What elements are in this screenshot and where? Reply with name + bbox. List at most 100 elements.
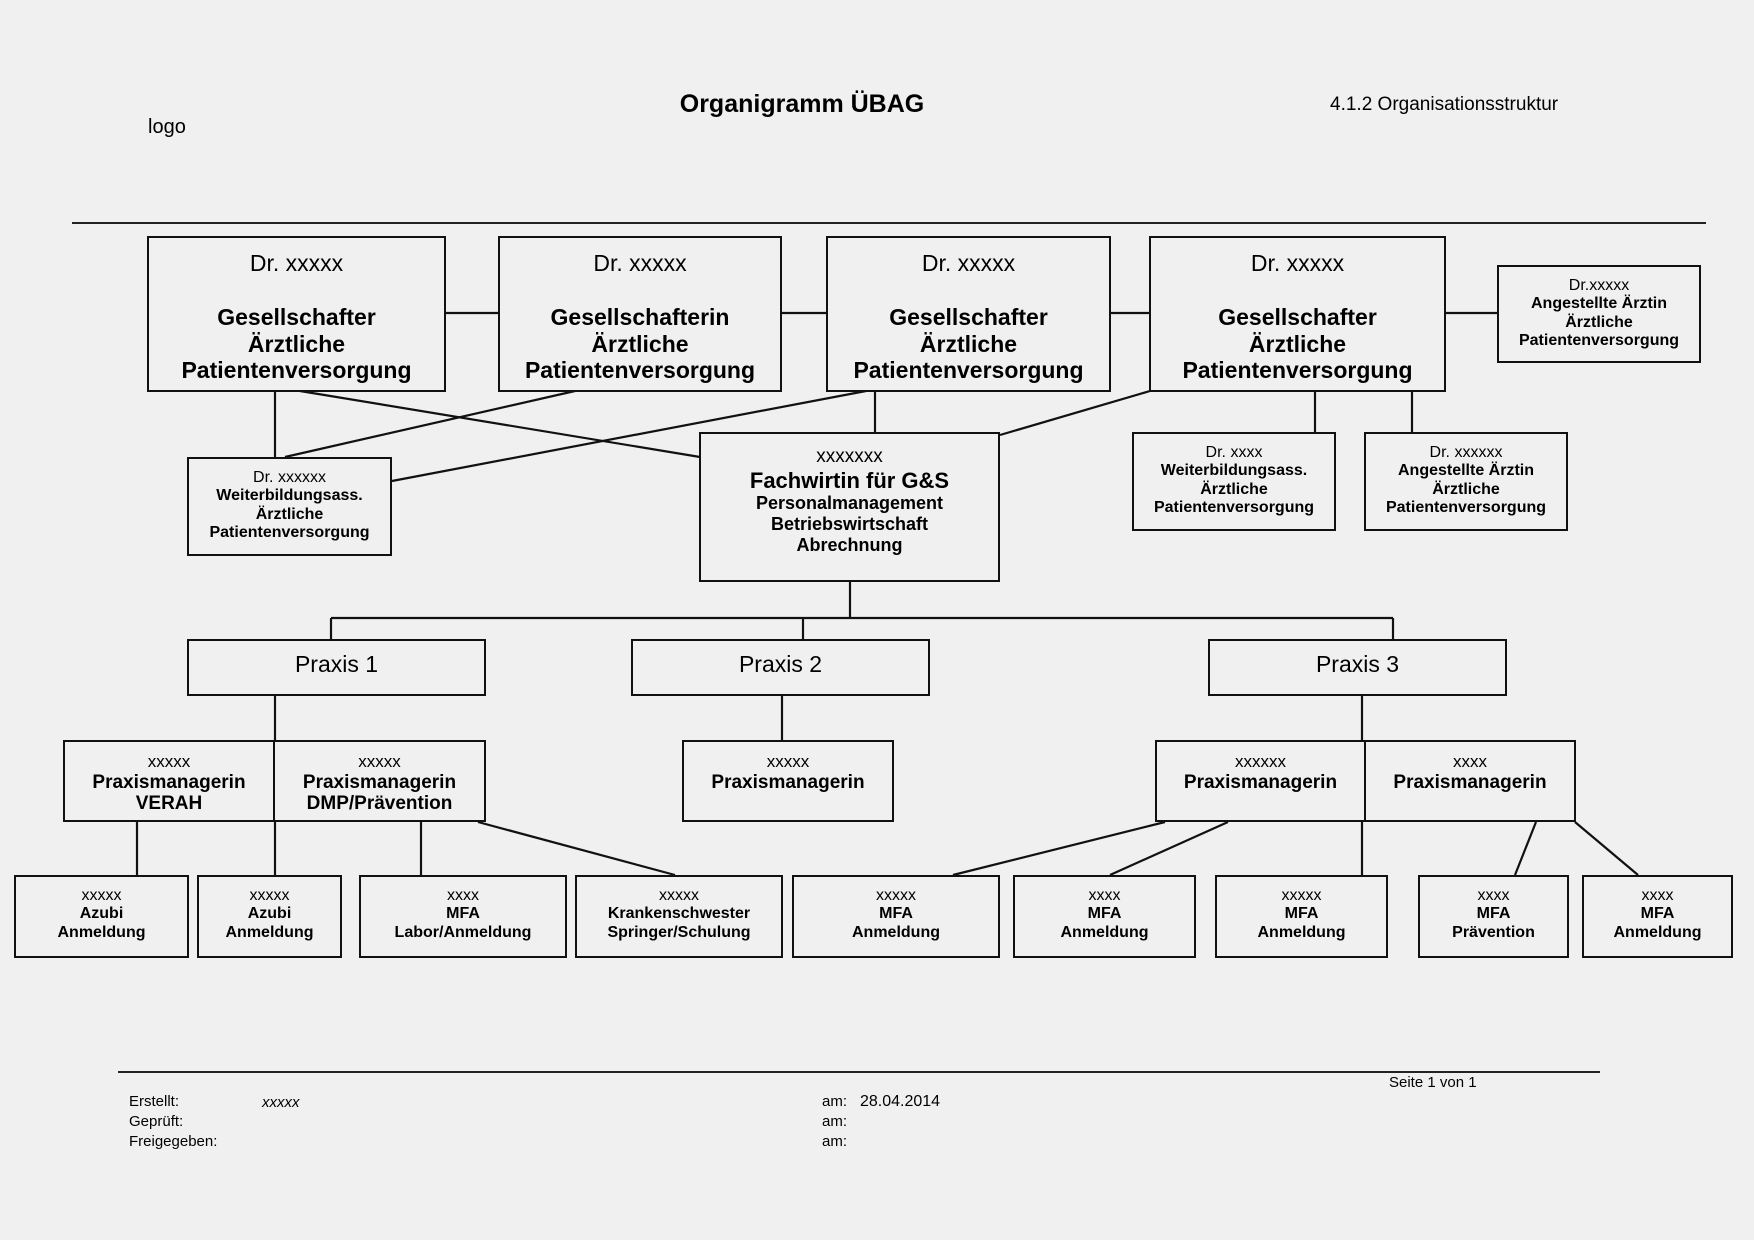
practice-manager-box[interactable]: xxxxx Praxismanagerin [682, 740, 894, 822]
staff-box[interactable]: xxxx MFA Prävention [1418, 875, 1569, 958]
manager-task: Personalmanagement [755, 493, 944, 514]
employee-name: xxxx [1453, 752, 1487, 771]
connector-line [1574, 821, 1639, 876]
employee-name: xxxx [1088, 887, 1121, 904]
employee-name: xxxx [1477, 887, 1510, 904]
partner-role: Gesellschafter [217, 304, 376, 331]
employee-name: xxxxx [358, 752, 401, 771]
partner-box[interactable]: Dr. xxxxx Gesellschafterin Ärztliche Pat… [498, 236, 782, 392]
employee-role: Praxismanagerin [302, 771, 457, 793]
employee-area: Anmeldung [1257, 923, 1346, 941]
employee-area: Anmeldung [1613, 923, 1702, 941]
employee-name: Dr. xxxxxx [1429, 444, 1503, 461]
employee-area: Anmeldung [225, 923, 314, 941]
checked-label: Geprüft: [129, 1113, 184, 1130]
created-date-value: 28.04.2014 [860, 1093, 941, 1110]
employee-role: Azubi [79, 905, 124, 923]
connector-line [1109, 820, 1229, 877]
partner-area: Ärztliche [1248, 330, 1347, 357]
partner-area: Ärztliche [591, 330, 689, 357]
practice-box[interactable]: Praxis 3 [1208, 639, 1507, 696]
employee-role: Weiterbildungsass. [216, 487, 363, 505]
employee-area: Patientenversorgung [209, 524, 370, 542]
staff-box[interactable]: xxxxx MFA Anmeldung [1215, 875, 1388, 958]
employee-name: xxxxx [659, 887, 699, 904]
assistant-doctor-box[interactable]: Dr. xxxx Weiterbildungsass. Ärztliche Pa… [1132, 432, 1336, 531]
practice-name: Praxis 2 [738, 651, 823, 677]
partner-name: Dr. xxxxx [1250, 250, 1345, 276]
manager-task: Abrechnung [796, 534, 903, 555]
header-divider [72, 222, 1706, 224]
employee-role: MFA [1087, 905, 1122, 923]
employee-area: Patientenversorgung [1518, 332, 1680, 350]
employee-area: Ärztliche [1200, 480, 1268, 498]
employee-role: MFA [879, 905, 913, 923]
partner-box[interactable]: Dr. xxxxx Gesellschafter Ärztliche Patie… [1149, 236, 1446, 392]
employee-role: Azubi [247, 905, 292, 923]
employee-role: Praxismanagerin [711, 771, 865, 793]
employed-doctor-box[interactable]: Dr. xxxxxx Angestellte Ärztin Ärztliche … [1364, 432, 1568, 531]
connector-line [1513, 821, 1538, 876]
employee-name: xxxxx [876, 887, 916, 904]
employee-name: xxxx [447, 887, 479, 904]
employee-role: Praxismanagerin [92, 771, 246, 793]
employee-name: Dr. xxxxxx [253, 469, 326, 486]
created-date-label: am: [822, 1093, 848, 1110]
practice-box[interactable]: Praxis 2 [631, 639, 930, 696]
employee-name: xxxxx [1281, 887, 1322, 904]
staff-box[interactable]: xxxxx Krankenschwester Springer/Schulung [575, 875, 783, 958]
created-by-value: xxxxx [262, 1094, 300, 1111]
staff-box[interactable]: xxxx MFA Labor/Anmeldung [359, 875, 567, 958]
employee-area: Anmeldung [1060, 923, 1149, 941]
practice-manager-box[interactable]: xxxxx Praxismanagerin DMP/Prävention [273, 740, 486, 822]
employee-area: Anmeldung [852, 923, 940, 941]
employee-name: xxxx [1641, 887, 1674, 904]
connector-line [999, 389, 1151, 437]
partner-box[interactable]: Dr. xxxxx Gesellschafter Ärztliche Patie… [826, 236, 1111, 392]
employee-role: Angestellte Ärztin [1530, 295, 1667, 313]
section-number: 4.1.2 Organisationsstruktur [1330, 94, 1559, 115]
practice-manager-box[interactable]: xxxxxx Praxismanagerin [1155, 740, 1366, 822]
office-manager-box[interactable]: xxxxxxx Fachwirtin für G&S Personalmanag… [699, 432, 1000, 582]
staff-box[interactable]: xxxx MFA Anmeldung [1013, 875, 1196, 958]
employee-area: Patientenversorgung [1153, 499, 1315, 517]
assistant-doctor-box[interactable]: Dr. xxxxxx Weiterbildungsass. Ärztliche … [187, 457, 392, 556]
partner-area: Patientenversorgung [853, 357, 1084, 384]
manager-task: Betriebswirtschaft [770, 513, 929, 534]
staff-box[interactable]: xxxxx Azubi Anmeldung [14, 875, 189, 958]
practice-name: Praxis 1 [294, 651, 379, 677]
partner-name: Dr. xxxxx [921, 250, 1016, 276]
manager-role: Fachwirtin für G&S [749, 467, 950, 493]
partner-box[interactable]: Dr. xxxxx Gesellschafter Ärztliche Patie… [147, 236, 446, 392]
employee-area: Prävention [1452, 923, 1535, 941]
employee-area: Ärztliche [1565, 313, 1633, 331]
employee-role: Krankenschwester [607, 905, 751, 923]
employee-role: Weiterbildungsass. [1160, 462, 1308, 480]
practice-box[interactable]: Praxis 1 [187, 639, 486, 696]
employed-doctor-box[interactable]: Dr.xxxxx Angestellte Ärztin Ärztliche Pa… [1497, 265, 1701, 363]
employee-area: Ärztliche [1432, 480, 1500, 498]
connector-line [952, 820, 1166, 877]
employee-name: xxxxx [147, 752, 191, 771]
partner-name: Dr. xxxxx [249, 250, 344, 276]
partner-area: Ärztliche [919, 330, 1018, 357]
employee-role: MFA [1284, 905, 1319, 923]
staff-box[interactable]: xxxx MFA Anmeldung [1582, 875, 1733, 958]
partner-area: Ärztliche [247, 330, 346, 357]
logo-placeholder: logo [148, 116, 186, 138]
staff-box[interactable]: xxxxx MFA Anmeldung [792, 875, 1000, 958]
employee-area: Anmeldung [57, 923, 146, 941]
staff-box[interactable]: xxxxx Azubi Anmeldung [197, 875, 342, 958]
employee-area: DMP/Prävention [306, 793, 453, 815]
connector-line [391, 389, 867, 483]
partner-role: Gesellschafter [889, 304, 1048, 331]
footer-divider [118, 1071, 1600, 1073]
practice-manager-box[interactable]: xxxxx Praxismanagerin VERAH [63, 740, 275, 822]
partner-name: Dr. xxxxx [593, 250, 687, 276]
employee-area: Patientenversorgung [1385, 499, 1547, 517]
employee-area: Springer/Schulung [607, 923, 751, 941]
practice-manager-box[interactable]: xxxx Praxismanagerin [1364, 740, 1576, 822]
employee-role: Praxismanagerin [1393, 771, 1547, 793]
